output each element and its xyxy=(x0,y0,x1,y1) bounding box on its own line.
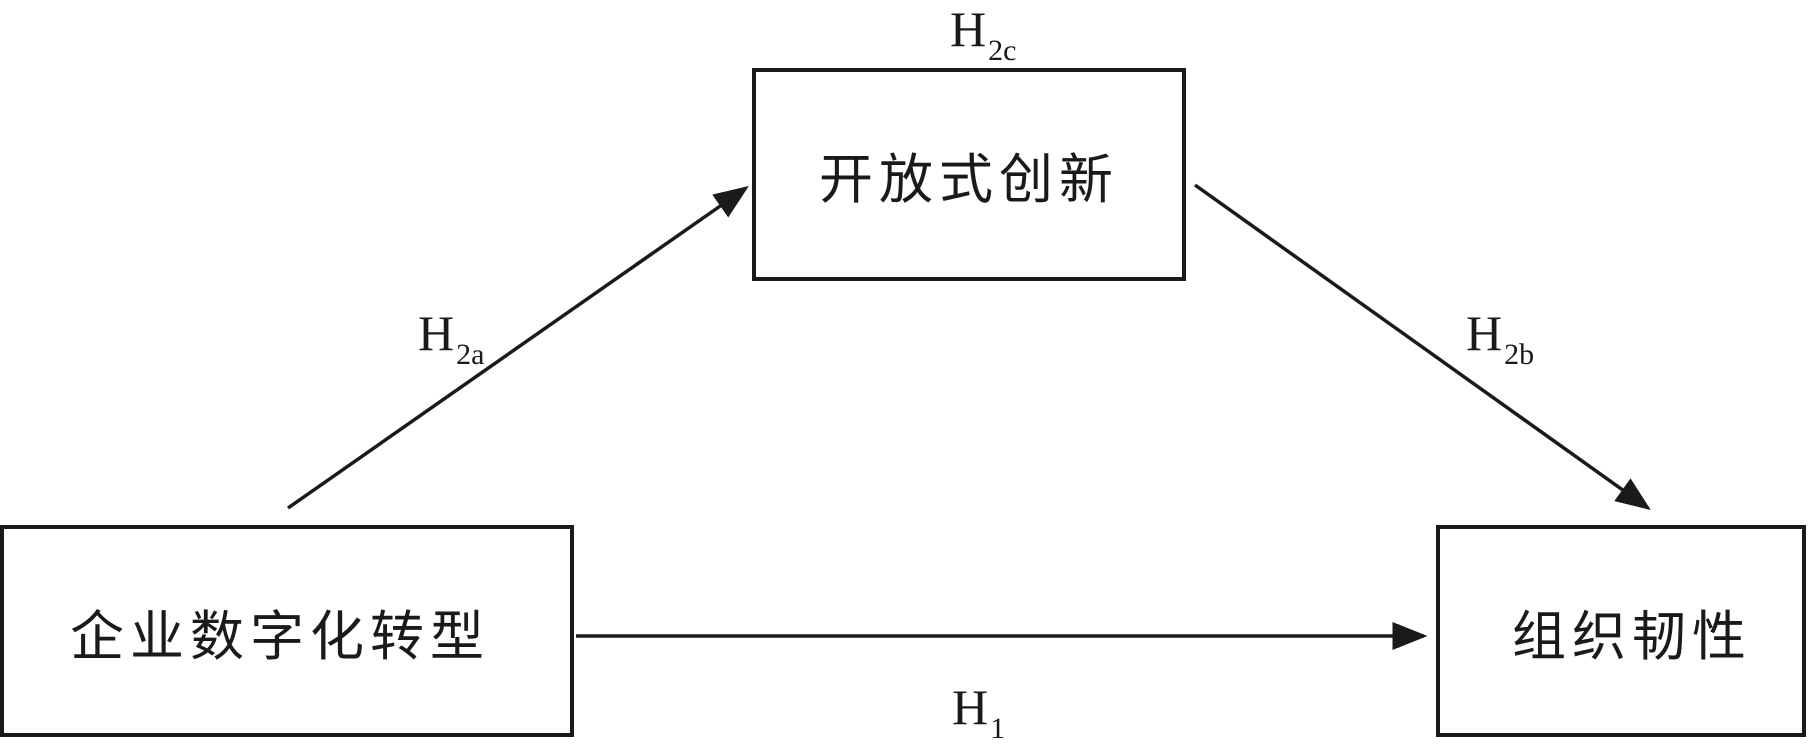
node-label: 开放式创新 xyxy=(819,148,1119,211)
hypothesis-main: H xyxy=(418,305,455,361)
hypothesis-main: H xyxy=(1466,305,1503,361)
hypothesis-main: H xyxy=(952,679,989,735)
hypothesis-h2a-label: H2a xyxy=(418,305,484,370)
hypothesis-sub: 2c xyxy=(988,34,1017,67)
hypothesis-main: H xyxy=(950,1,987,57)
node-organizational-resilience: 组织韧性 xyxy=(1436,525,1806,737)
hypothesis-h2b-label: H2b xyxy=(1466,305,1534,370)
hypothesis-sub: 2a xyxy=(456,338,485,371)
node-label: 组织韧性 xyxy=(1512,604,1752,668)
arrow-mediator-to-dependent xyxy=(1193,183,1651,511)
hypothesis-h1-label: H1 xyxy=(952,679,1005,744)
node-digital-transformation: 企业数字化转型 xyxy=(0,525,574,737)
hypothesis-sub: 1 xyxy=(990,712,1006,745)
hypothesis-h2c-label: H2c xyxy=(950,1,1016,66)
arrow-independent-to-mediator xyxy=(286,185,749,510)
node-open-innovation: 开放式创新 xyxy=(752,68,1186,281)
node-label: 企业数字化转型 xyxy=(70,604,490,668)
hypothesis-sub: 2b xyxy=(1504,338,1535,371)
